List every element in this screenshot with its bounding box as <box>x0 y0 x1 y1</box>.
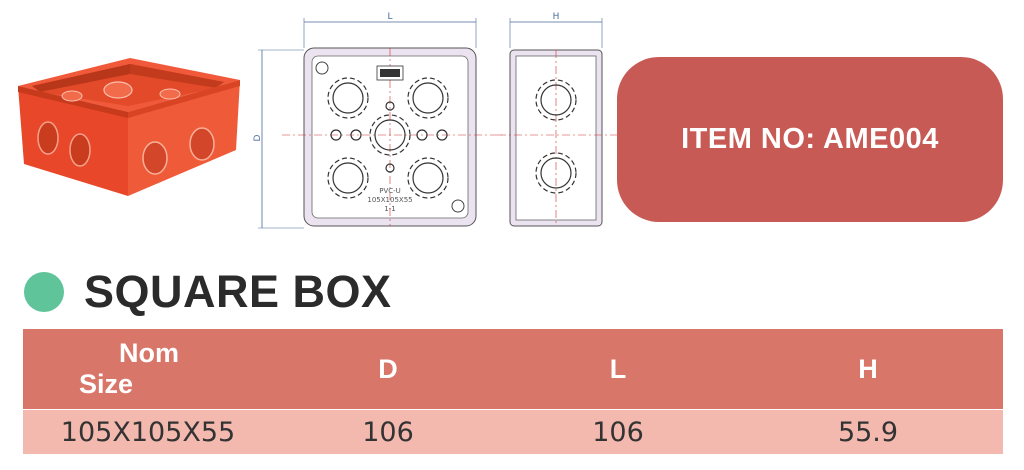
page-title: SQUARE BOX <box>84 266 392 317</box>
spec-table: Nom Size D L H 105X105X55 106 106 55.9 <box>23 329 1003 454</box>
dim-l-label: L <box>387 12 392 22</box>
table-row: 105X105X55 106 106 55.9 <box>23 409 1003 454</box>
header-nom-line2: Size <box>79 369 134 399</box>
cell-h: 55.9 <box>837 416 899 448</box>
cell-size: 105X105X55 <box>60 416 236 448</box>
header-l: L <box>609 353 627 384</box>
side-view-drawing: H <box>498 12 620 227</box>
box-text-3: 1-1 <box>384 205 395 213</box>
box-text-1: PVC-U <box>379 187 401 195</box>
header-d: D <box>378 353 398 384</box>
product-photo <box>18 58 240 196</box>
cell-l: 106 <box>592 416 644 448</box>
header-nom-size: Nom Size <box>23 329 273 409</box>
table-header-row: Nom Size D L H <box>23 329 1003 409</box>
dim-d-label: D <box>253 134 263 141</box>
cell-d: 106 <box>362 416 414 448</box>
item-number-badge: ITEM NO: AME004 <box>617 57 1003 222</box>
dim-h-label: H <box>553 12 560 22</box>
header-h: H <box>858 353 878 384</box>
item-number-label: ITEM NO: AME004 <box>681 123 939 155</box>
box-text-2: 105X105X55 <box>367 196 412 204</box>
front-view-drawing: L D PVC-U 105X105X55 1-1 <box>253 12 502 229</box>
header-nom-line1: Nom <box>119 338 179 368</box>
title-bullet-icon <box>24 272 64 312</box>
